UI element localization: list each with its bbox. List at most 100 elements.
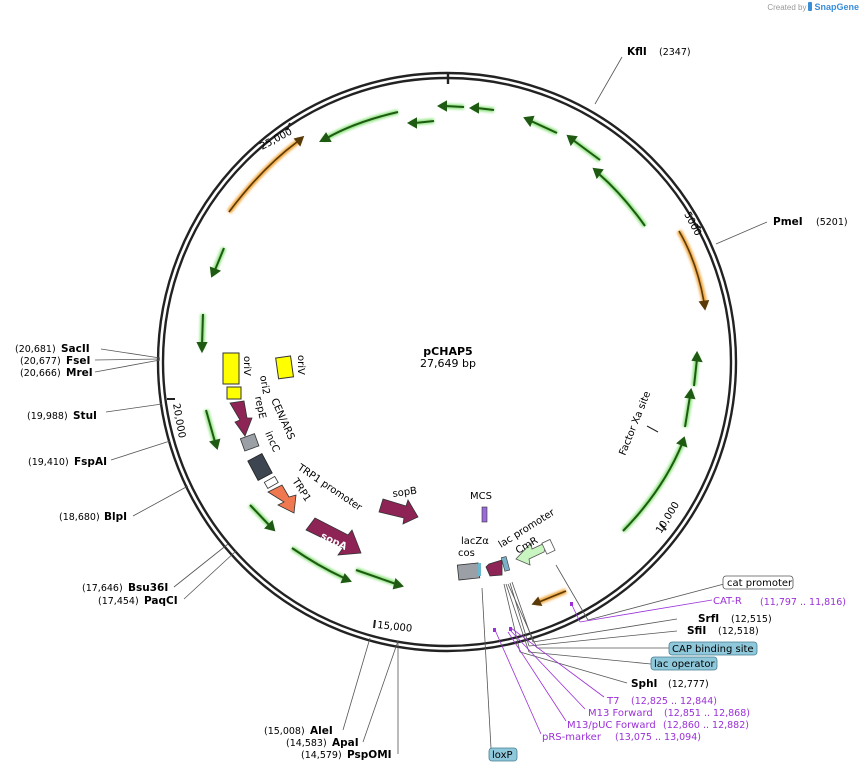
tick-label: 15,000 [377,620,413,635]
primer-m13f-name: M13 Forward [588,708,653,719]
tick-mark [659,523,667,531]
label-mcs: MCS [470,491,492,502]
cmr-arrow [515,541,548,566]
enzyme-fspai-pos: (19,410) [28,457,69,468]
oriV-box-2 [275,355,295,380]
orf-arrow [355,569,397,585]
label-oriV-2: oriV [295,355,306,375]
feature-shapes [222,352,659,581]
enzyme-blpi-name: BlpI [104,511,127,523]
enzyme-pmei-pos: (5201) [816,217,848,228]
primer-m13f-range: (12,851 .. 12,868) [664,708,750,719]
orf-arrows [196,100,703,590]
snapgene-logo-icon [808,2,813,11]
repE-arrow [229,400,253,437]
label-lacZa: lacZα [461,536,489,547]
orf-arrow [622,443,683,532]
primer-lines [494,599,713,735]
orange-arrow [538,590,567,603]
boxed-labels: cat promoter CAP binding site lac operat… [488,575,794,762]
cat-promoter-label-box [722,575,794,590]
plasmid-name: pCHAP5 [423,345,472,358]
orf-arrow [444,105,465,108]
lacZa-arrow [485,559,503,577]
sopB-arrow [378,498,419,525]
tick-label: 10,000 [654,500,682,536]
cap-binding-site-label-box [668,641,758,656]
enzyme-sphi-pos: (12,777) [668,679,709,690]
label-oriV: oriV [241,356,252,376]
enzyme-labels: KflI (2347) PmeI (5201) SrfI (12,515) Sf… [15,46,848,761]
primer-cat-r-name: CAT-R [713,596,742,607]
trp1-arrow [267,484,297,514]
enzyme-stui-name: StuI [73,410,97,422]
tick-mark [286,122,291,131]
orange-features [227,135,710,606]
primer-cat-r-range: (11,797 .. 11,816) [760,597,846,608]
enzyme-apai-name: ApaI [332,737,359,749]
cos-box [456,562,481,581]
orf-arrow [249,504,270,526]
plasmid-size: 27,649 bp [420,357,476,370]
leader-lines [94,56,768,754]
orf-arrow [530,120,558,134]
cat-promoter-label: cat promoter [727,578,793,589]
enzyme-fspai-name: FspAI [74,456,107,468]
cat-promoter-box [541,538,556,555]
trp1-promoter-box [263,475,279,490]
enzyme-pspomi-name: PspOMI [347,749,392,761]
orange-arrow [678,230,705,303]
plasmid-title: pCHAP5 27,649 bp [420,345,476,370]
primer-prs-marker-name: pRS-marker [542,732,602,743]
cen-ars-box [239,433,260,452]
enzyme-paqci-name: PaqCI [144,595,178,607]
label-ori2: ori2 [257,375,271,396]
primer-marks [493,602,573,632]
primer-m13puc-name: M13/pUC Forward [567,720,656,731]
credit-brand: SnapGene [814,2,859,12]
orange-arrow [228,141,298,213]
label-factor-xa: Factor Xa site [618,390,654,457]
orf-arrow [326,111,399,139]
enzyme-bsu36i-pos: (17,646) [82,583,123,594]
lac-promoter-box [500,556,511,572]
enzyme-kfli-name: KflI [627,46,647,58]
orf-arrow [214,247,225,271]
enzyme-fsei-pos: (20,677) [20,356,61,367]
orf-arrow [476,107,495,111]
orf-arrow [598,173,646,227]
enzyme-mrei-name: MreI [66,367,93,379]
orf-arrow [201,313,204,346]
primer-m13puc-range: (12,860 .. 12,882) [663,720,749,731]
enzyme-srfi-name: SrfI [698,613,719,625]
tick-mark [693,223,702,229]
label-repE: repE [252,395,267,420]
orf-arrow [291,547,345,579]
loxp-label: loxP [492,750,513,761]
primer-prs-marker-range: (13,075 .. 13,094) [615,732,701,743]
lac-operator-label: lac operator [654,659,715,670]
label-sopB: sopB [392,486,418,500]
oriV-box [222,352,240,385]
primer-labels: CAT-R (11,797 .. 11,816) T7 (12,825 .. 1… [542,596,846,743]
enzyme-stui-pos: (19,988) [27,411,68,422]
tick-mark [373,619,376,629]
enzyme-sacii-pos: (20,681) [15,344,56,355]
label-incC: incC [262,430,281,454]
orf-arrow [205,409,216,443]
incC-box [247,452,273,482]
enzyme-srfi-pos: (12,515) [731,614,772,625]
primer-t7-range: (12,825 .. 12,844) [631,696,717,707]
enzyme-fsei-name: FseI [66,355,90,367]
mcs-box [481,506,488,523]
cos-mark [478,563,481,576]
sopA-arrow [305,517,362,556]
enzyme-sphi-name: SphI [631,678,657,690]
enzyme-kfli-pos: (2347) [659,47,691,58]
lac-operator-label-box [650,656,718,671]
primer-t7-name: T7 [606,696,619,707]
orf-arrow [684,395,691,428]
enzyme-sfii-name: SfiI [687,625,706,637]
